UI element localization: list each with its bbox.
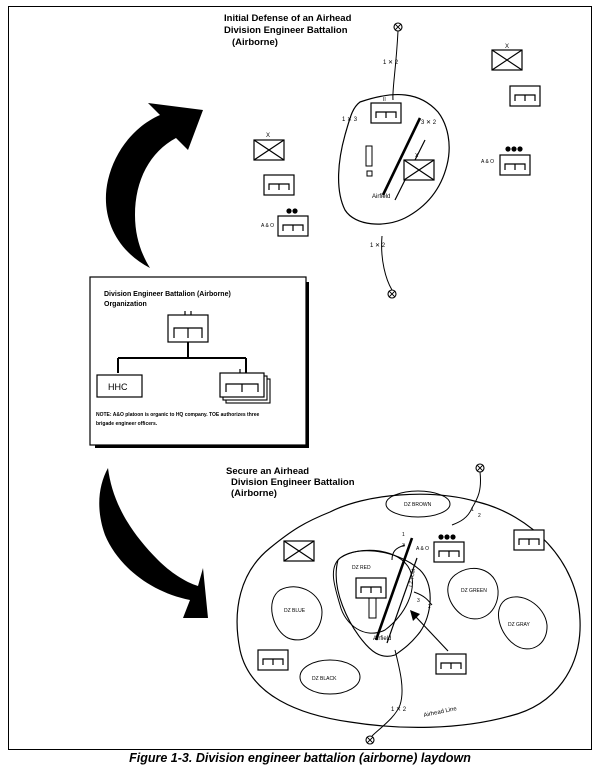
dz-black-label: DZ BLACK (312, 676, 337, 682)
bottom-boundary-1x3-a: 1 (402, 532, 405, 538)
bottom-title-line-1: Secure an Airhead (226, 466, 309, 477)
top-boundary-label-1x3: 1 ✕ 3 (342, 117, 358, 123)
org-note-line-2: brigade engineer officers. (96, 421, 158, 427)
dz-red-label: DZ RED (352, 565, 371, 571)
movement-arrow (410, 610, 449, 652)
organization-box: Division Engineer Battalion (Airborne) O… (89, 276, 309, 448)
top-left-ao-dots (286, 208, 298, 214)
org-note-line-1: NOTE: A&O platoon is organic to HQ compa… (96, 412, 259, 418)
bottom-boundary-line-east (413, 591, 433, 606)
org-hhc-label: HHC (108, 382, 128, 392)
top-brigade-unit-center (403, 159, 435, 181)
top-boundary-label-3x2: 3 ✕ 2 (421, 120, 437, 126)
figure-caption: Figure 1-3. Division engineer battalion … (129, 751, 471, 765)
top-boundary-label-1x2-south: 1 ✕ 2 (370, 243, 386, 249)
top-engineer-unit-center (370, 102, 402, 124)
bottom-ao-dots (438, 534, 456, 540)
bottom-boundary-3x2-a: 3 (417, 598, 420, 604)
bottom-boundary-line-north (451, 471, 481, 526)
airhead-line-perimeter (236, 493, 581, 728)
top-title-line-3: (Airborne) (232, 37, 278, 48)
top-boundary-line (381, 30, 399, 291)
bottom-south-engineer-unit (435, 653, 467, 675)
bottom-boundary-line-south (371, 649, 403, 737)
top-right-brigade-unit (491, 49, 523, 71)
org-battalion-hq (167, 311, 209, 343)
bottom-east-engineer-unit (513, 529, 545, 551)
bottom-brigade-unit (283, 540, 315, 562)
bottom-title-line-2: Division Engineer Battalion (231, 477, 355, 488)
bottom-boundary-line-west (391, 544, 406, 561)
org-title-line-2: Organization (104, 301, 147, 308)
top-airfield-runway (381, 117, 426, 201)
bottom-boundary-1x2-b: 2 (478, 513, 481, 519)
bottom-facility-1 (368, 595, 377, 619)
bottom-boundary-1x2-south: 1 ✕ 2 (391, 707, 407, 713)
bottom-boundary-1x2-a: 1 (471, 507, 474, 513)
bottom-ao-label: A & O (416, 546, 429, 552)
dz-gray-label: DZ GRAY (508, 622, 531, 628)
top-boundary-marker-north (393, 22, 403, 32)
upper-curved-arrow (105, 103, 203, 268)
top-right-ao-unit (499, 154, 531, 176)
top-facility-1 (365, 145, 373, 167)
top-left-ao-label: A & O (261, 223, 274, 229)
top-left-ao-unit (277, 215, 309, 237)
bottom-west-engineer-unit (257, 649, 289, 671)
dz-black-zone (299, 659, 361, 695)
airhead-line-label: Airhead Line (423, 706, 458, 719)
top-unit-echelon-ii: II (383, 97, 386, 103)
dz-green-label: DZ GREEN (461, 588, 487, 594)
bottom-airfield-label: Airfield (373, 636, 391, 642)
top-brigade-echelon-x: X (415, 153, 419, 159)
bottom-title-line-3: (Airborne) (231, 488, 277, 499)
lower-curved-arrow (99, 468, 208, 618)
bottom-diagram: Secure an Airhead Division Engineer Batt… (226, 463, 581, 745)
dz-gray-zone (497, 596, 548, 650)
top-right-ao-dots (505, 146, 523, 152)
top-right-ao-label: A & O (481, 159, 494, 165)
top-title-line-2: Division Engineer Battalion (224, 25, 348, 36)
top-left-brigade-unit (253, 139, 285, 161)
dz-blue-label: DZ BLUE (284, 608, 306, 614)
bottom-boundary-1x3-b: 3 (402, 543, 405, 549)
bottom-boundary-marker-north (475, 463, 485, 473)
dz-green-zone (447, 567, 499, 620)
dz-brown-label: DZ BROWN (404, 502, 432, 508)
org-engineer-companies (219, 369, 271, 404)
org-tree-lines (117, 342, 247, 373)
top-left-engineer-unit (263, 174, 295, 196)
top-airfield-label: Airfield (372, 194, 390, 200)
dz-blue-zone (271, 586, 323, 641)
org-hhc-box (96, 374, 143, 398)
bottom-boundary-marker-south (365, 735, 375, 745)
bottom-airfield-runway (374, 537, 418, 644)
top-diagram: Initial Defense of an Airhead Division E… (224, 13, 541, 299)
figure-frame (8, 6, 592, 750)
bottom-engineer-unit-center (355, 577, 387, 599)
top-boundary-label-1x2: 1 ✕ 2 (383, 60, 399, 66)
top-right-engineer-unit (509, 85, 541, 107)
org-title-line-1: Division Engineer Battalion (Airborne) (104, 291, 231, 298)
top-left-x-mark: X (266, 133, 270, 139)
top-airhead-perimeter (337, 93, 450, 225)
lz-tom-label: LZ TOM (408, 568, 417, 587)
dz-brown-zone (385, 490, 451, 518)
top-facility-2 (366, 170, 373, 177)
top-title-line-1: Initial Defense of an Airhead (224, 13, 352, 24)
top-right-x-mark: X (505, 44, 509, 50)
top-boundary-marker-south (387, 289, 397, 299)
bottom-ao-unit (433, 541, 465, 563)
